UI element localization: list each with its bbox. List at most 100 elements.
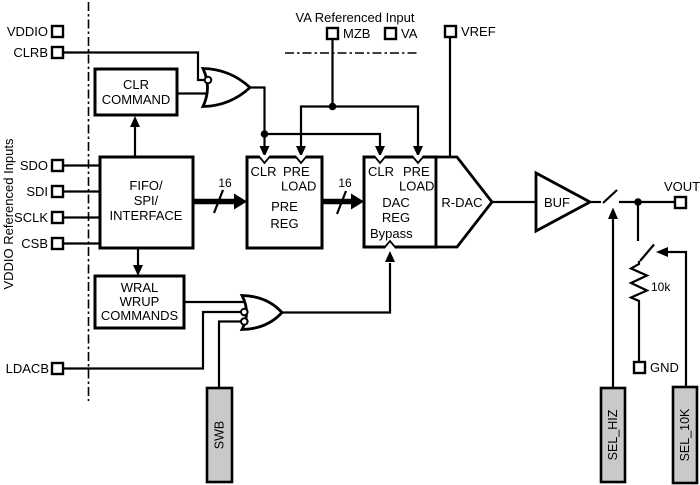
rdac-block bbox=[434, 155, 494, 249]
arrow-dacreg-preload bbox=[413, 146, 423, 157]
arrow-prereg-clr bbox=[259, 146, 270, 157]
pin-label-sdo: SDO bbox=[20, 158, 48, 173]
pre-reg-label: REG bbox=[270, 216, 298, 231]
block-edge-notches bbox=[257, 155, 425, 249]
swb-signal-label: SWB bbox=[213, 421, 227, 449]
swb-signal-block bbox=[205, 386, 234, 484]
load-switch-lever bbox=[639, 243, 655, 262]
notch bbox=[294, 155, 308, 165]
pin-label-va: VA bbox=[401, 26, 418, 41]
clr-command-label: COMMAND bbox=[102, 92, 171, 107]
clr-or-gate bbox=[200, 67, 253, 108]
arrowheads bbox=[130, 116, 668, 276]
arrow-sel-10k bbox=[656, 247, 668, 257]
sel-10k-signal-label: SEL_10K bbox=[678, 408, 692, 461]
arrow-dacreg-bypass bbox=[385, 251, 395, 262]
bus-width-slash bbox=[212, 189, 225, 214]
notch bbox=[295, 155, 307, 164]
clrb-wire bbox=[63, 51, 205, 82]
pin-label-sclk: SCLK bbox=[14, 210, 48, 225]
dac-reg-label: REG bbox=[382, 210, 410, 225]
bypass-or-output-wire bbox=[282, 263, 392, 314]
pre-reg-clr-label: CLR bbox=[251, 164, 277, 179]
junction-dot bbox=[260, 130, 269, 138]
hiz-switch-lever bbox=[602, 189, 618, 204]
notch bbox=[383, 239, 397, 249]
package-pins: VDDIO CLRB SDO SDI SCLK CSB LDACB MZB VA… bbox=[6, 24, 700, 376]
arrow-sel-hiz bbox=[608, 207, 618, 219]
sel-hiz-signal-label: SEL_HIZ bbox=[606, 409, 620, 460]
clr-to-dacreg-wire bbox=[264, 132, 382, 147]
wral-label: WRUP bbox=[120, 294, 160, 309]
junction-dot bbox=[328, 102, 337, 111]
pin-label-sdi: SDI bbox=[26, 184, 48, 199]
clr-or-output-wire bbox=[250, 86, 266, 147]
pin-sdi bbox=[50, 184, 65, 199]
control-signal-blocks: SWB SEL_HIZ SEL_10K bbox=[205, 385, 699, 485]
bus-arrowhead bbox=[351, 193, 364, 210]
dac-reg-bypass-label: Bypass bbox=[370, 226, 413, 241]
fifo-spi-interface-block bbox=[98, 155, 195, 250]
sel-10k-control-wire bbox=[668, 250, 688, 388]
pin-sclk bbox=[50, 210, 65, 225]
sel-10k-signal-block bbox=[671, 385, 699, 485]
preload-branch-wire bbox=[299, 105, 420, 147]
pin-label-gnd: GND bbox=[650, 360, 679, 375]
dac-reg-preload-label: LOAD bbox=[399, 179, 434, 194]
fifo-label: SPI/ bbox=[134, 193, 159, 208]
wral-label: COMMANDS bbox=[101, 308, 179, 323]
wral-label: WRAL bbox=[121, 280, 159, 295]
pre-reg-block bbox=[245, 155, 324, 250]
wral-wrup-commands-block bbox=[93, 274, 186, 330]
bypass-or-gate-invert-bubble bbox=[240, 307, 249, 317]
pin-vout bbox=[673, 195, 688, 210]
ldacb-wire bbox=[63, 310, 241, 370]
junction-dot bbox=[634, 198, 642, 206]
buf-amplifier bbox=[534, 170, 593, 234]
pre-reg-preload-label: PRE bbox=[283, 164, 310, 179]
dac-reg-preload-label: PRE bbox=[403, 164, 430, 179]
pin-ldacb bbox=[50, 361, 65, 376]
dac-reg-label: DAC bbox=[382, 195, 409, 210]
pin-label-vout: VOUT bbox=[664, 179, 700, 194]
arrow-prereg-preload bbox=[296, 146, 306, 157]
notch bbox=[374, 155, 386, 164]
resistor-value-label: 10k bbox=[651, 280, 671, 294]
bus-width-label: 16 bbox=[338, 176, 352, 190]
pin-label-ldacb: LDACB bbox=[6, 361, 49, 376]
wires bbox=[63, 37, 688, 388]
bus-width-label: 16 bbox=[218, 176, 232, 190]
notch bbox=[384, 240, 396, 249]
pin-label-mzb: MZB bbox=[343, 26, 370, 41]
clr-command-label: CLR bbox=[123, 77, 149, 92]
pin-label-vddio: VDDIO bbox=[7, 24, 48, 39]
pre-reg-preload-label: LOAD bbox=[281, 179, 316, 194]
pre-reg-label: PRE bbox=[271, 199, 298, 214]
dac-reg-clr-label: CLR bbox=[368, 164, 394, 179]
arrow-dacreg-clr bbox=[375, 146, 385, 157]
arrow-into-wral bbox=[133, 265, 143, 276]
bus-width-slash bbox=[335, 190, 348, 215]
resistor-10k-symbol bbox=[628, 261, 650, 362]
logic-gates bbox=[200, 67, 284, 331]
function-blocks: CLR COMMAND FIFO/ SPI/ INTERFACE CLR PRE… bbox=[93, 67, 593, 330]
pin-csb bbox=[50, 236, 65, 251]
clr-command-block bbox=[93, 67, 179, 117]
pin-label-csb: CSB bbox=[21, 236, 48, 251]
notch bbox=[412, 155, 424, 164]
fifo-label: INTERFACE bbox=[110, 208, 183, 223]
vddio-referenced-inputs-title: VDDIO Referenced Inputs bbox=[1, 138, 16, 290]
notch bbox=[373, 155, 387, 165]
notch bbox=[257, 155, 272, 165]
arrow-into-clr-command bbox=[130, 116, 140, 127]
va-referenced-input-title: VA Referenced Input bbox=[295, 10, 414, 25]
notch bbox=[258, 155, 271, 164]
buf-label: BUF bbox=[544, 195, 570, 210]
pin-clrb bbox=[50, 45, 65, 60]
data-buses: 16 16 bbox=[193, 176, 364, 215]
notch bbox=[411, 155, 425, 165]
fifo-label: FIFO/ bbox=[129, 178, 163, 193]
dac-reg-block bbox=[362, 155, 438, 249]
bus-arrowhead bbox=[234, 193, 247, 210]
